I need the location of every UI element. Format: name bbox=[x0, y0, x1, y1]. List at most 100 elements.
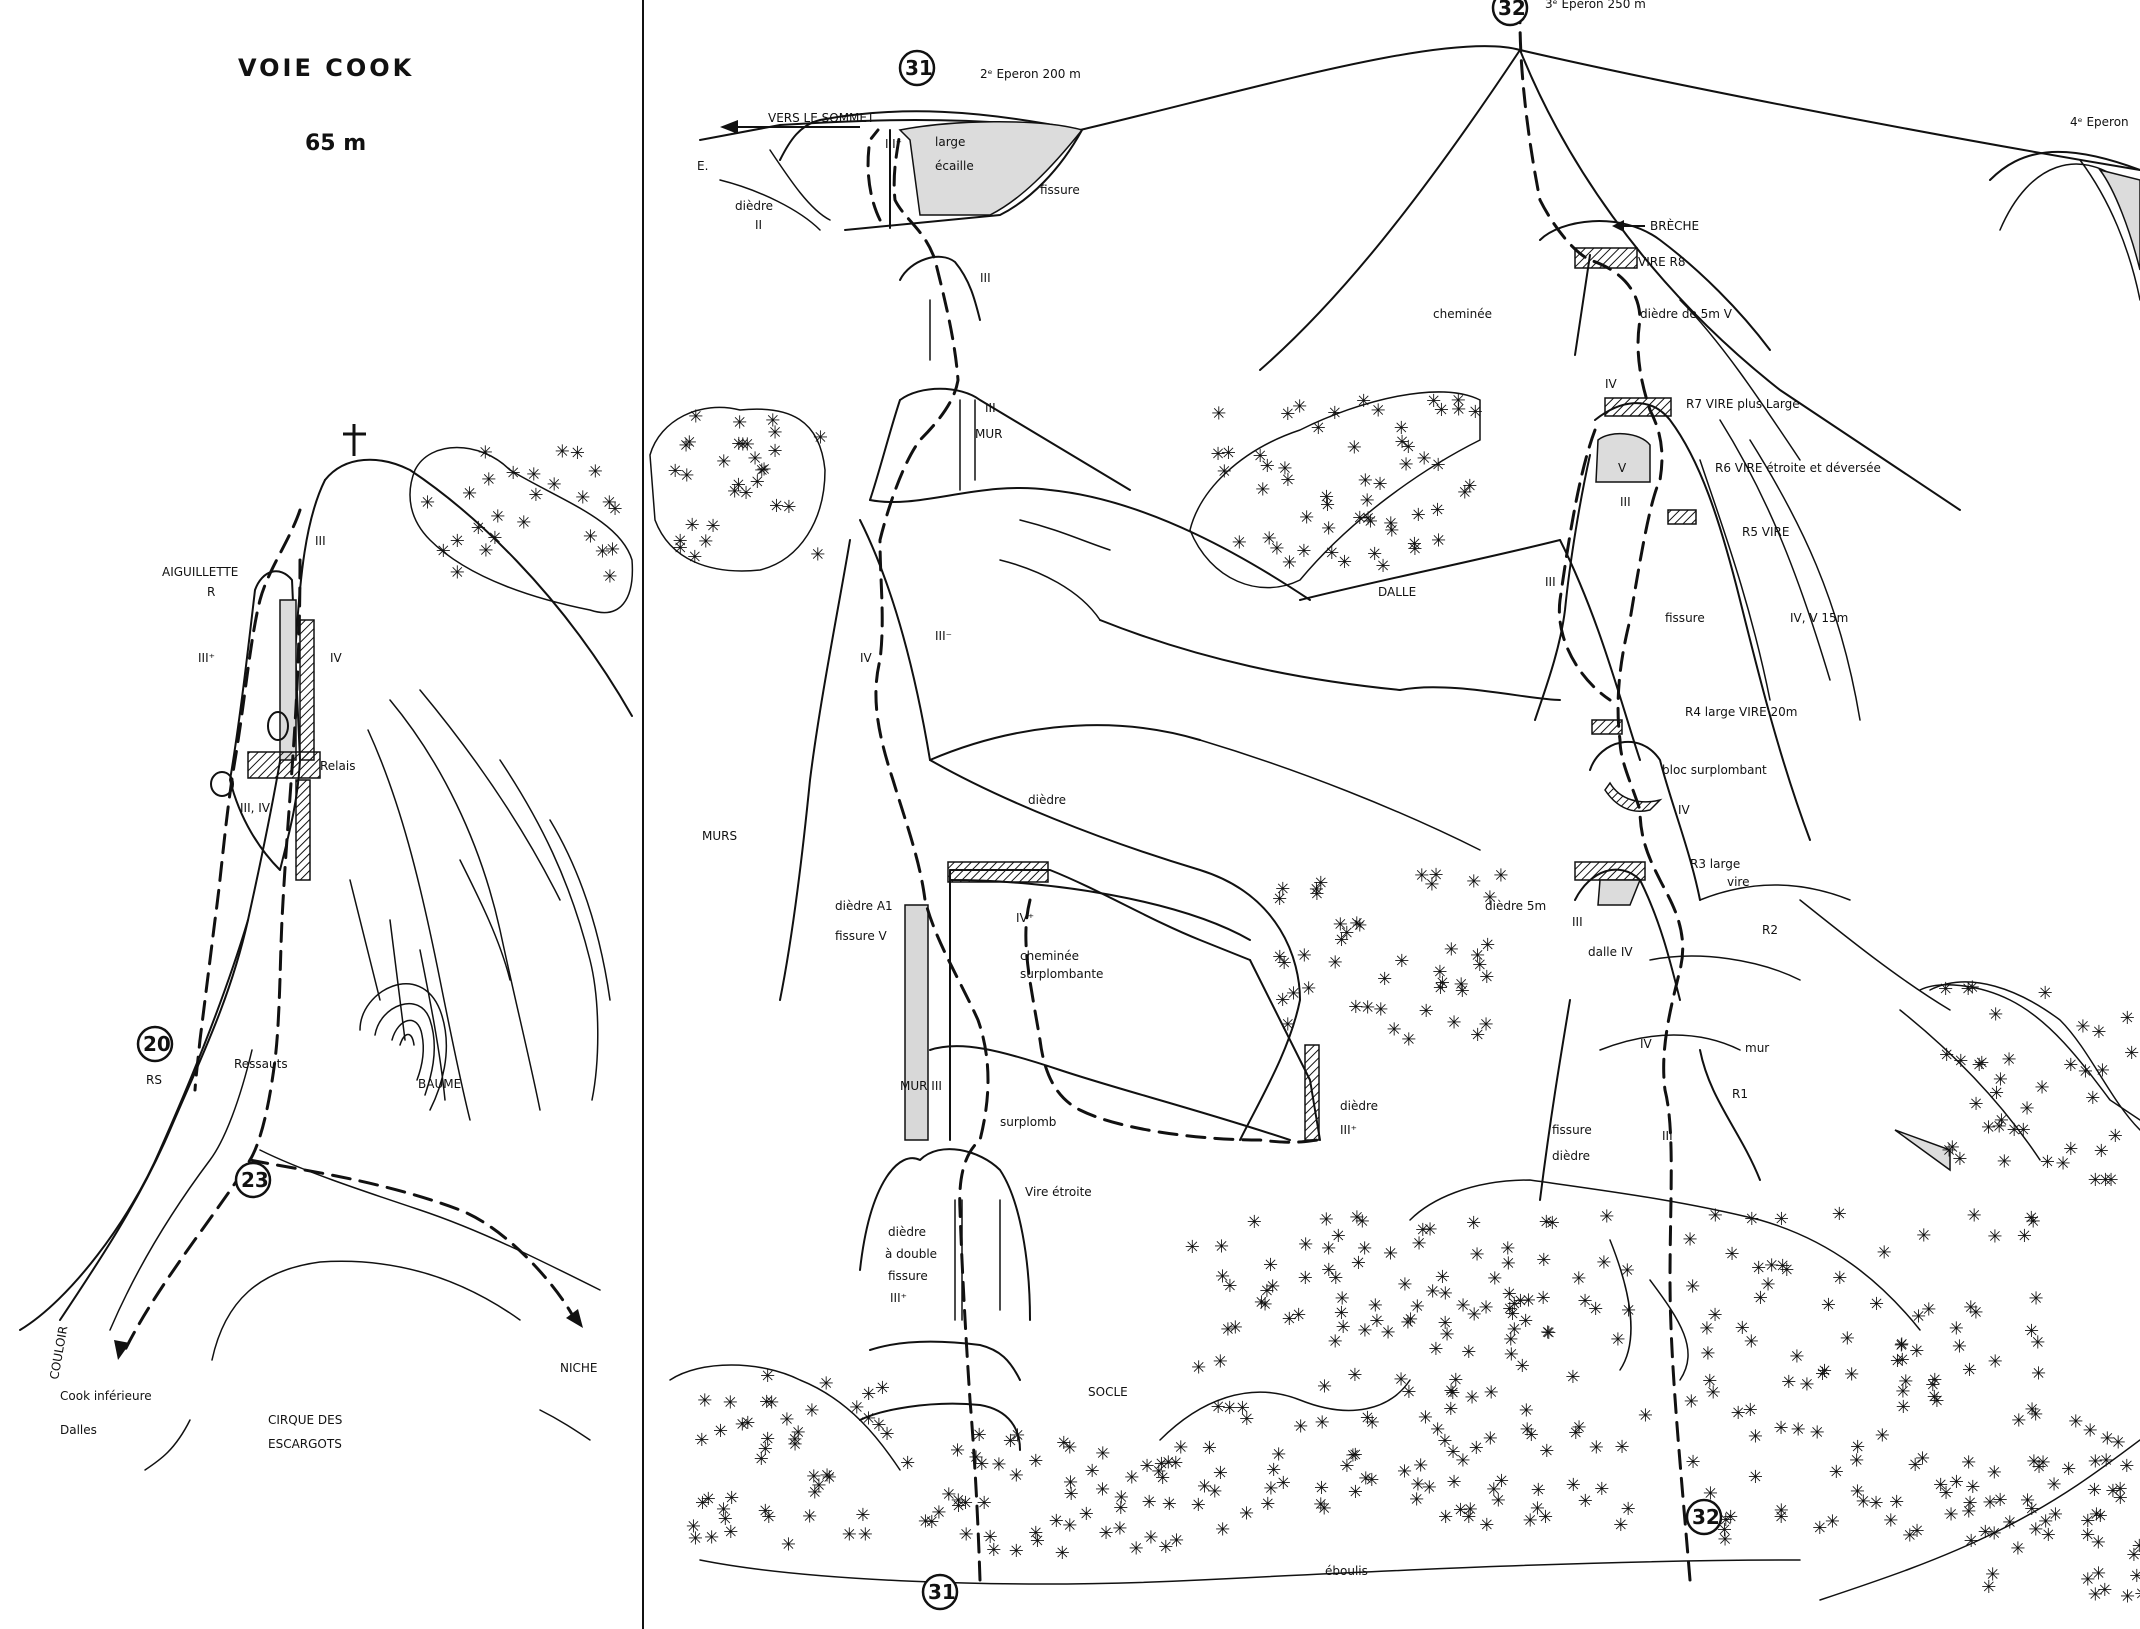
vegetation-mark: ✳ bbox=[706, 516, 721, 537]
vegetation-mark: ✳ bbox=[1151, 1462, 1166, 1483]
vegetation-mark: ✳ bbox=[779, 1410, 794, 1431]
vegetation-mark: ✳ bbox=[1028, 1451, 1043, 1472]
vegetation-mark: ✳ bbox=[1293, 1417, 1308, 1438]
vegetation-mark: ✳ bbox=[740, 1413, 755, 1434]
vegetation-mark: ✳ bbox=[490, 507, 505, 528]
vegetation-mark: ✳ bbox=[2132, 1536, 2140, 1557]
label-r4: R4 large VIRE 20m bbox=[1685, 705, 1797, 719]
vegetation-mark: ✳ bbox=[668, 461, 683, 482]
vegetation-mark: ✳ bbox=[739, 483, 754, 504]
label-fissure-dd: fissure bbox=[888, 1269, 928, 1283]
vegetation-mark: ✳ bbox=[1428, 1339, 1443, 1360]
route-31 bbox=[874, 128, 990, 1582]
vegetation-mark: ✳ bbox=[1988, 1352, 2003, 1373]
vegetation-mark: ✳ bbox=[1850, 1437, 1865, 1458]
vegetation-mark: ✳ bbox=[1744, 1209, 1759, 1230]
vegetation-mark: ✳ bbox=[723, 1522, 738, 1543]
label-grade-iii-plus: III⁺ bbox=[198, 651, 215, 665]
vegetation-mark: ✳ bbox=[1333, 915, 1348, 936]
vegetation-mark: ✳ bbox=[1451, 400, 1466, 421]
vegetation-mark: ✳ bbox=[1286, 983, 1301, 1004]
vegetation-mark: ✳ bbox=[1334, 930, 1349, 951]
label-grade-iii-iv: III, IV bbox=[240, 801, 271, 815]
vegetation-mark: ✳ bbox=[1296, 541, 1311, 562]
vegetation-mark: ✳ bbox=[1403, 1310, 1418, 1331]
vegetation-mark: ✳ bbox=[1114, 1488, 1129, 1509]
vegetation-mark: ✳ bbox=[1974, 1053, 1989, 1074]
vegetation-mark: ✳ bbox=[2075, 1016, 2090, 1037]
vegetation-mark: ✳ bbox=[1401, 1382, 1416, 1403]
vegetation-mark: ✳ bbox=[2085, 1088, 2100, 1109]
vegetation-mark: ✳ bbox=[2091, 1564, 2106, 1585]
label-eperon3: 3ᵉ Eperon 250 m bbox=[1545, 0, 1646, 11]
vegetation-mark: ✳ bbox=[1965, 978, 1980, 999]
vegetation-mark: ✳ bbox=[1191, 1495, 1206, 1516]
vegetation-mark: ✳ bbox=[1440, 1325, 1455, 1346]
vegetation-mark: ✳ bbox=[760, 1429, 775, 1450]
vegetation-mark: ✳ bbox=[1686, 1452, 1701, 1473]
vegetation-mark: ✳ bbox=[1397, 1462, 1412, 1483]
vegetation-mark: ✳ bbox=[1723, 1507, 1738, 1528]
vegetation-mark: ✳ bbox=[694, 1430, 709, 1451]
vegetation-mark: ✳ bbox=[1502, 1284, 1517, 1305]
vegetation-mark: ✳ bbox=[1890, 1351, 1905, 1372]
vegetation-mark: ✳ bbox=[1221, 443, 1236, 464]
vegetation-mark: ✳ bbox=[1438, 1507, 1453, 1528]
vegetation-mark: ✳ bbox=[1457, 483, 1472, 504]
vegetation-mark: ✳ bbox=[2016, 1120, 2031, 1141]
vegetation-mark: ✳ bbox=[1211, 1397, 1226, 1418]
vegetation-mark: ✳ bbox=[1942, 1140, 1957, 1161]
vegetation-mark: ✳ bbox=[972, 1425, 987, 1446]
label-ii: II bbox=[755, 218, 762, 232]
vegetation-mark: ✳ bbox=[1856, 1492, 1871, 1513]
vegetation-mark: ✳ bbox=[1239, 1409, 1254, 1430]
vegetation-mark: ✳ bbox=[1030, 1531, 1045, 1552]
vegetation-mark: ✳ bbox=[1214, 1236, 1229, 1257]
left-rock-outline bbox=[324, 458, 633, 717]
vegetation-mark: ✳ bbox=[1541, 1323, 1556, 1344]
label-large: large bbox=[935, 135, 965, 149]
vegetation-mark: ✳ bbox=[1985, 1564, 2000, 1585]
vegetation-mark: ✳ bbox=[1265, 1277, 1280, 1298]
vegetation-mark: ✳ bbox=[450, 563, 465, 584]
vegetation-mark: ✳ bbox=[1615, 1437, 1630, 1458]
vegetation-mark: ✳ bbox=[2104, 1170, 2119, 1191]
vegetation-mark: ✳ bbox=[1708, 1305, 1723, 1326]
vegetation-mark: ✳ bbox=[1276, 1473, 1291, 1494]
vegetation-mark: ✳ bbox=[1683, 1230, 1698, 1251]
vegetation-mark: ✳ bbox=[807, 1483, 822, 1504]
route-marker-31-top: 31 bbox=[898, 49, 936, 87]
vegetation-mark: ✳ bbox=[1933, 1475, 1948, 1496]
vegetation-mark: ✳ bbox=[1309, 880, 1324, 901]
vegetation-mark: ✳ bbox=[1455, 1451, 1470, 1472]
label-iii-r5: III bbox=[1545, 575, 1556, 589]
vegetation-mark: ✳ bbox=[849, 1398, 864, 1419]
vegetation-mark: ✳ bbox=[1280, 404, 1295, 425]
vegetation-mark: ✳ bbox=[1502, 1299, 1517, 1320]
vegetation-mark: ✳ bbox=[1259, 1281, 1274, 1302]
label-diedre-a1: dièdre A1 bbox=[835, 899, 893, 913]
vegetation-mark: ✳ bbox=[1258, 1295, 1273, 1316]
vegetation-mark: ✳ bbox=[1367, 544, 1382, 565]
vegetation-mark: ✳ bbox=[673, 531, 688, 552]
route-marker-31-bottom: 31 bbox=[921, 1573, 959, 1611]
vegetation-mark: ✳ bbox=[2089, 1504, 2104, 1525]
vegetation-mark: ✳ bbox=[1571, 1268, 1586, 1289]
label-ressauts: Ressauts bbox=[234, 1057, 288, 1071]
vegetation-mark: ✳ bbox=[1463, 1499, 1478, 1520]
vegetation-texture: ✳✳✳✳✳✳✳✳✳✳✳✳✳✳✳✳✳✳✳✳✳✳✳✳✳✳✳✳✳✳✳✳✳✳✳✳✳✳✳✳… bbox=[420, 391, 2140, 1608]
vegetation-mark: ✳ bbox=[595, 542, 610, 563]
vegetation-mark: ✳ bbox=[941, 1485, 956, 1506]
vegetation-mark: ✳ bbox=[1925, 1375, 1940, 1396]
vegetation-mark: ✳ bbox=[1063, 1473, 1078, 1494]
vegetation-mark: ✳ bbox=[1744, 1332, 1759, 1353]
vegetation-mark: ✳ bbox=[2119, 1456, 2134, 1477]
vegetation-mark: ✳ bbox=[1869, 1294, 1884, 1315]
vegetation-mark: ✳ bbox=[1299, 508, 1314, 529]
vegetation-mark: ✳ bbox=[1877, 1243, 1892, 1264]
vegetation-mark: ✳ bbox=[688, 407, 703, 428]
vegetation-mark: ✳ bbox=[687, 547, 702, 568]
vegetation-mark: ✳ bbox=[1271, 1445, 1286, 1466]
vegetation-mark: ✳ bbox=[1357, 1321, 1372, 1342]
vegetation-mark: ✳ bbox=[1702, 1371, 1717, 1392]
